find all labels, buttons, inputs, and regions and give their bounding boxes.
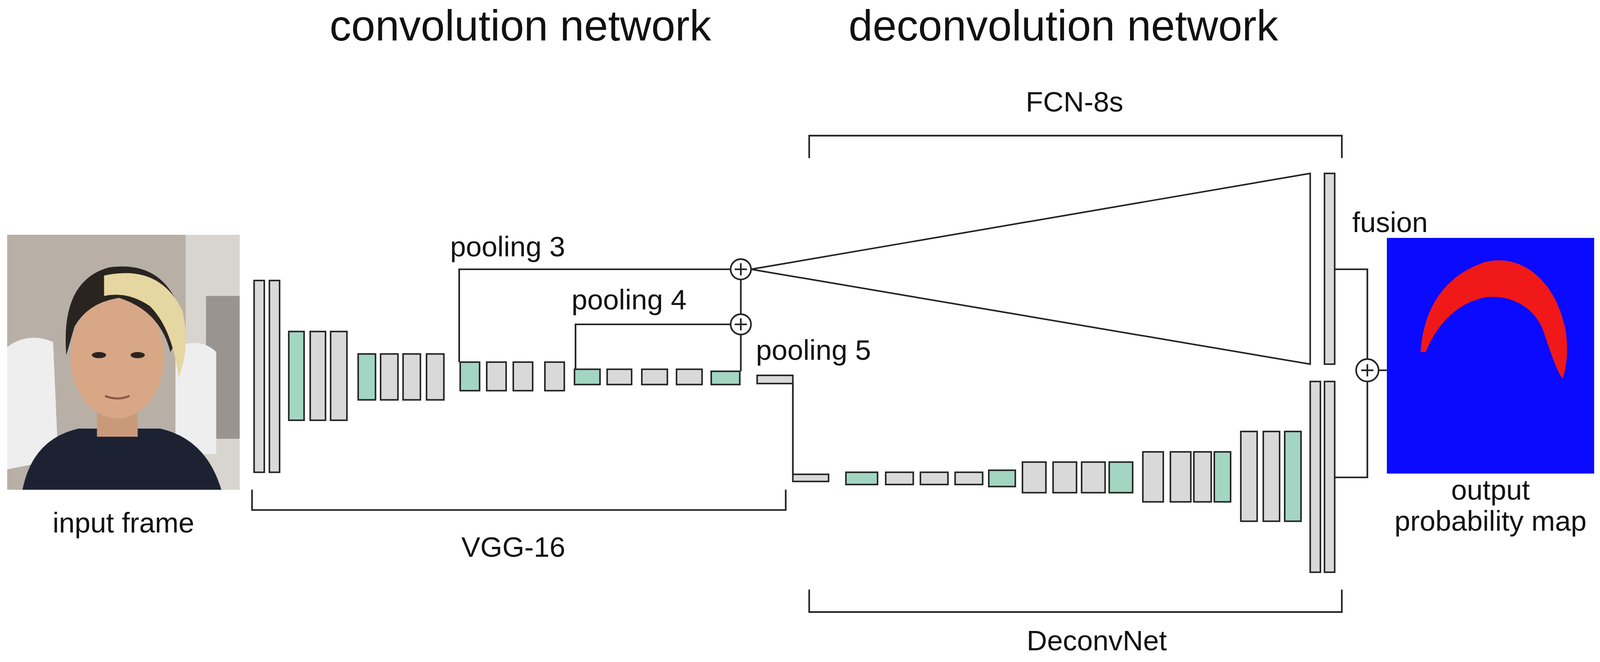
deconv-layer bbox=[1310, 381, 1321, 573]
skip-wire bbox=[575, 324, 731, 370]
pool-layer bbox=[574, 369, 601, 385]
conv-layer bbox=[402, 353, 421, 400]
output-map bbox=[1386, 237, 1595, 474]
photo-eye bbox=[130, 352, 145, 359]
deconv-layer bbox=[920, 472, 948, 485]
deconv-layer bbox=[1324, 381, 1335, 573]
bracket-label: VGG-16 bbox=[461, 531, 566, 563]
photo-mouth bbox=[105, 395, 130, 399]
sum-symbol bbox=[730, 259, 751, 280]
deconv-layer bbox=[1193, 451, 1212, 502]
bracket-label: FCN-8s bbox=[1025, 86, 1124, 118]
deconv-layer bbox=[1263, 431, 1280, 522]
caption: input frame bbox=[7, 507, 240, 539]
deconv-layer bbox=[885, 472, 914, 485]
photo-eye bbox=[91, 352, 107, 359]
skip-wire bbox=[459, 269, 731, 363]
bracket bbox=[808, 589, 1342, 613]
map-background bbox=[1386, 237, 1595, 474]
conv-layer bbox=[676, 369, 702, 385]
conv-layer bbox=[545, 362, 565, 391]
conv-layer bbox=[330, 331, 347, 421]
conv-layer bbox=[380, 353, 398, 400]
output-map: output probability map bbox=[1386, 237, 1595, 537]
caption: output probability map bbox=[1386, 474, 1595, 537]
input-photo bbox=[7, 234, 240, 490]
conv-layer bbox=[641, 369, 668, 385]
vgg-layers bbox=[254, 280, 793, 473]
deconv-layer bbox=[1170, 451, 1191, 502]
image-area bbox=[7, 234, 240, 490]
conv-layer bbox=[486, 362, 506, 391]
sum-symbol bbox=[1361, 364, 1374, 377]
pool-layer bbox=[357, 353, 376, 400]
section-title: deconvolution network bbox=[848, 1, 1279, 50]
conv-layer bbox=[254, 280, 265, 473]
deconv-layer bbox=[1142, 451, 1163, 502]
conv-layer bbox=[269, 280, 280, 473]
deconv-layer bbox=[955, 472, 983, 485]
deconv-layer bbox=[1053, 461, 1077, 493]
image-area bbox=[1386, 237, 1595, 474]
conv-layer bbox=[513, 362, 533, 391]
section-title: convolution network bbox=[329, 1, 711, 50]
wire bbox=[791, 383, 794, 475]
input-frame: input frame bbox=[7, 234, 240, 539]
pool-layer bbox=[288, 331, 304, 421]
photo-background bbox=[7, 234, 240, 490]
conv-layer bbox=[607, 369, 632, 385]
skip-label: pooling 4 bbox=[571, 284, 687, 316]
skip-label: pooling 3 bbox=[450, 231, 566, 263]
skip-label: pooling 5 bbox=[755, 334, 872, 366]
map-hair-region bbox=[1420, 260, 1568, 379]
conv-layer bbox=[310, 331, 326, 421]
bracket bbox=[808, 135, 1342, 159]
unpool-layer bbox=[1284, 431, 1301, 522]
sum-symbol bbox=[1356, 358, 1379, 382]
bracket-label: DeconvNet bbox=[1026, 625, 1167, 657]
deconv-layer bbox=[1022, 461, 1046, 493]
sum-symbol bbox=[734, 263, 747, 276]
photo-shirt bbox=[22, 428, 222, 490]
pool-layer bbox=[757, 375, 793, 384]
conv-layer bbox=[426, 353, 444, 400]
pool-layer bbox=[460, 362, 480, 391]
deconv-layer bbox=[792, 474, 829, 482]
skip-wire bbox=[740, 279, 742, 314]
sum-symbol bbox=[730, 314, 751, 335]
bracket bbox=[251, 489, 786, 510]
deconv-layer bbox=[1081, 461, 1105, 493]
sum-symbol bbox=[734, 318, 747, 331]
layer-blocks bbox=[254, 173, 1335, 573]
unpool-layer bbox=[845, 472, 878, 485]
wire bbox=[1378, 369, 1387, 372]
unpool-layer bbox=[988, 470, 1016, 487]
skip-wire bbox=[740, 334, 742, 372]
pool-layer bbox=[711, 371, 741, 385]
deconv-layer bbox=[1240, 431, 1257, 522]
wire bbox=[1334, 381, 1368, 478]
unpool-layer bbox=[1214, 451, 1231, 502]
wires bbox=[251, 135, 1387, 613]
deconv-layers bbox=[792, 381, 1335, 573]
photo-hair-blonde bbox=[103, 272, 186, 378]
unpool-layer bbox=[1109, 461, 1133, 493]
sum-symbols bbox=[730, 259, 1379, 382]
fcn-output-layer bbox=[1324, 173, 1335, 365]
wire bbox=[1334, 269, 1368, 360]
fusion-label: fusion bbox=[1352, 206, 1428, 238]
